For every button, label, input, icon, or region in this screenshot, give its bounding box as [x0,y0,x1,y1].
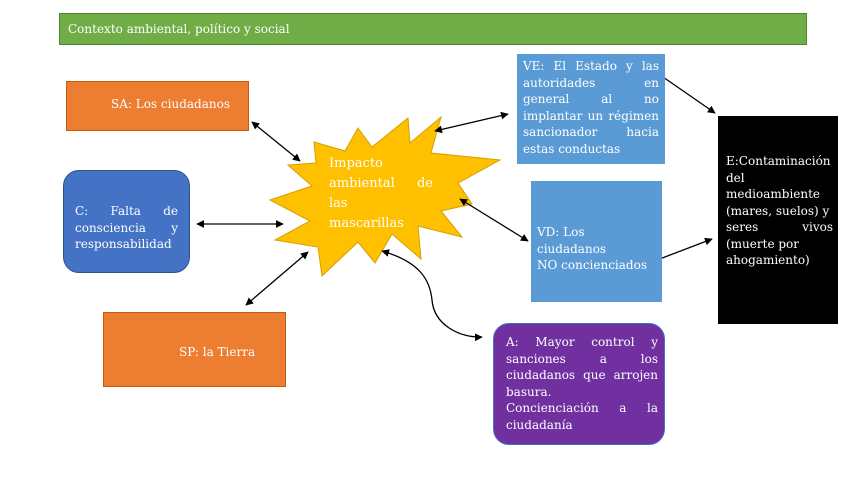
node-ve-line: sancionador hacia [523,125,659,139]
node-a: A: Mayor control y sanciones a los ciuda… [493,323,665,445]
node-a-line: A: Mayor control y [506,335,658,349]
arrow-sp-impact [245,251,309,306]
node-sa-text: SA: Los ciudadanos [111,97,230,111]
node-ve-line: general al no [523,92,659,106]
node-ve-line: implantar un régimen [523,108,659,123]
node-ve-line: autoridades en [523,75,659,90]
arrow-impact-ve [434,111,509,134]
arrow-ve-e [662,76,716,114]
node-c-line: C: Falta de [75,204,178,218]
arrow-sa-impact [251,121,301,162]
node-e-line: (muerte por [726,236,800,251]
context-header-title: Contexto ambiental, político y social [68,22,290,36]
node-e-line: ahogamiento) [726,253,810,267]
node-a-line: ciudadanía [506,417,573,432]
arrow-impact-vd [459,198,529,242]
node-c-line: responsabilidad [75,237,172,251]
node-ve-line: VE: El Estado y las [523,59,659,73]
node-c: C: Falta de consciencia y responsabilida… [63,170,190,273]
node-sp-text: SP: la Tierra [179,345,256,359]
impact-burst-shape [268,115,502,278]
node-sp: SP: la Tierra [103,312,286,387]
node-e: E:Contaminación del medioambiente (mares… [718,116,838,324]
node-a-line: Concienciación a la [506,401,658,415]
central-impact-label: Impacto ambiental de las mascarillas [329,154,433,234]
arrow-vd-e [656,237,713,261]
arrow-impact-a [381,249,483,342]
node-e-line: E:Contaminación [726,154,831,168]
node-e-line: seres vivos [726,220,833,234]
central-line: Impacto [329,156,383,171]
node-a-line: basura. [506,384,552,399]
node-ve: VE: El Estado y las autoridades en gener… [517,54,665,164]
node-e-line: medioambiente [726,187,821,201]
central-line: las [329,196,348,211]
node-vd: VD: Los ciudadanos NO concienciados [531,181,662,302]
node-ve-line: estas conductas [523,141,621,156]
node-c-line: consciencia y [75,220,178,235]
node-e-line: del [726,170,745,185]
node-vd-line: VD: Los ciudadanos [537,225,607,256]
context-header: Contexto ambiental, político y social [59,13,807,45]
central-line: ambiental de [329,176,433,191]
node-sa: SA: Los ciudadanos [66,81,249,131]
node-e-line: (mares, suelos) y [726,203,830,218]
central-line: mascarillas [329,216,404,231]
node-vd-line: NO concienciados [537,258,647,272]
node-a-line: ciudadanos que arrojen [506,368,658,382]
node-a-line: sanciones a los [506,351,658,366]
